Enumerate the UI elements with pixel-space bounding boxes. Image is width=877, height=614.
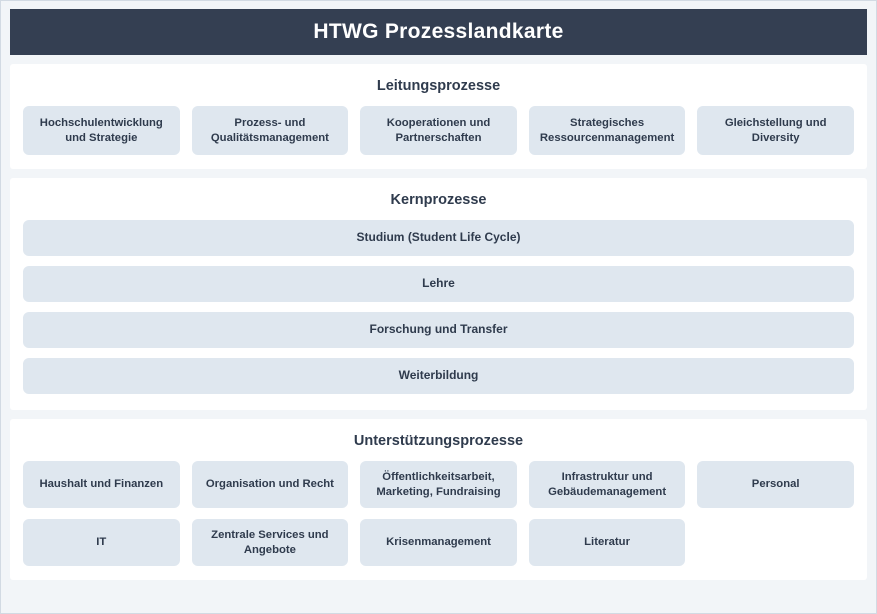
band-row: Haushalt und Finanzen Organisation und R… — [23, 461, 854, 508]
band-row: Studium (Student Life Cycle) — [23, 220, 854, 256]
process-cell[interactable]: Forschung und Transfer — [23, 312, 854, 348]
band-title-kernprozesse: Kernprozesse — [390, 192, 487, 208]
band-row: Weiterbildung — [23, 358, 854, 394]
title-bar: HTWG Prozesslandkarte — [10, 9, 867, 55]
process-cell[interactable]: Infrastruktur und Gebäudemanagement — [528, 461, 686, 508]
band-row: Forschung und Transfer — [23, 312, 854, 348]
band-row: IT Zentrale Services und Angebote Krisen… — [23, 519, 854, 566]
page-title: HTWG Prozesslandkarte — [313, 20, 564, 43]
band-row: Lehre — [23, 266, 854, 302]
process-cell[interactable]: Haushalt und Finanzen — [23, 461, 180, 508]
process-cell-empty — [697, 519, 854, 566]
process-cell[interactable]: Prozess- und Qualitätsmanagement — [191, 106, 349, 155]
band-title-unterstuetzungsprozesse: Unterstützungsprozesse — [353, 433, 524, 449]
process-cell[interactable]: Hochschulentwicklung und Strategie — [23, 106, 180, 155]
process-cell[interactable]: Öffentlichkeitsarbeit, Marketing, Fundra… — [360, 461, 517, 508]
process-cell[interactable]: Literatur — [528, 519, 686, 566]
process-cell[interactable]: Lehre — [23, 266, 854, 302]
process-cell[interactable]: IT — [23, 519, 180, 566]
process-cell[interactable]: Kooperationen und Partnerschaften — [360, 106, 517, 155]
band-title-leitungsprozesse: Leitungsprozesse — [376, 78, 501, 94]
process-cell[interactable]: Organisation und Recht — [191, 461, 349, 508]
band-unterstuetzungsprozesse: Unterstützungsprozesse Haushalt und Fina… — [10, 419, 867, 580]
process-cell[interactable]: Krisenmanagement — [360, 519, 517, 566]
band-row: Hochschulentwicklung und Strategie Proze… — [23, 106, 854, 155]
process-cell[interactable]: Gleichstellung und Diversity — [697, 106, 854, 155]
process-cell[interactable]: Studium (Student Life Cycle) — [23, 220, 854, 256]
band-leitungsprozesse: Leitungsprozesse Hochschulentwicklung un… — [10, 64, 867, 169]
process-cell[interactable]: Strategisches Ressourcenmanagement — [528, 106, 686, 155]
process-cell[interactable]: Weiterbildung — [23, 358, 854, 394]
process-cell[interactable]: Personal — [697, 461, 854, 508]
band-kernprozesse: Kernprozesse Studium (Student Life Cycle… — [10, 178, 867, 410]
process-cell[interactable]: Zentrale Services und Angebote — [191, 519, 349, 566]
